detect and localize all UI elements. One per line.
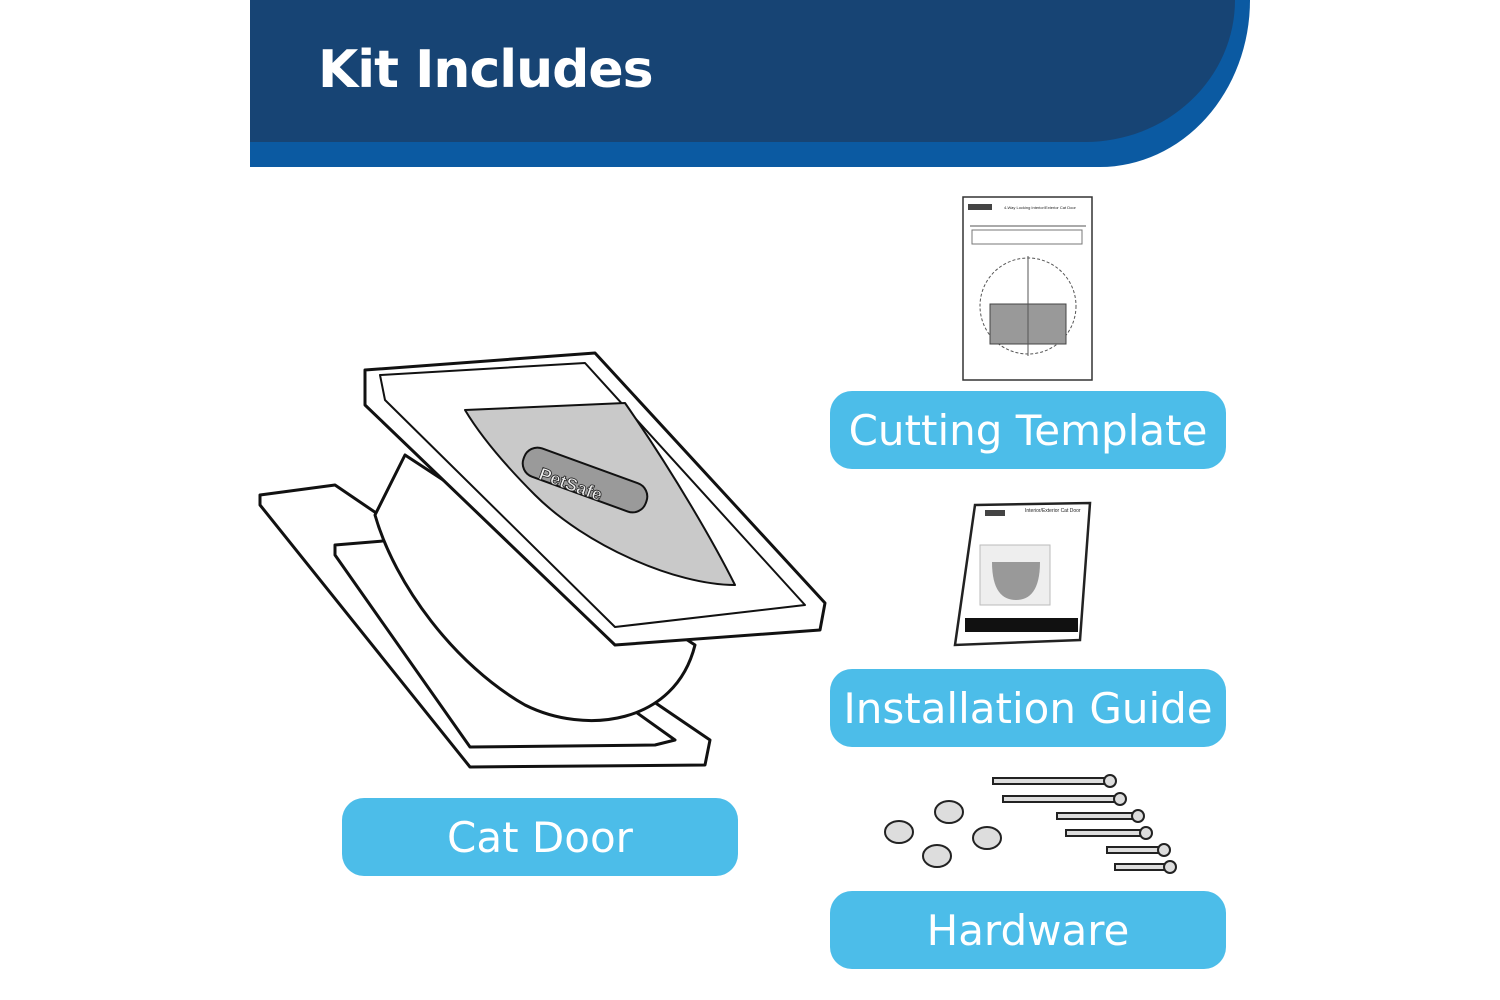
installation-guide-label: Installation Guide — [830, 669, 1226, 747]
svg-text:Interior/Exterior Cat Door: Interior/Exterior Cat Door — [1025, 508, 1081, 514]
installation-guide-illustration: Interior/Exterior Cat Door — [953, 501, 1092, 647]
svg-text:4-Way Locking Interior/Exterio: 4-Way Locking Interior/Exterior Cat Door — [1004, 205, 1077, 210]
hardware-illustration — [884, 774, 1177, 874]
cutting-template-illustration: 4-Way Locking Interior/Exterior Cat Door — [962, 196, 1093, 381]
header-banner — [250, 0, 1235, 142]
hardware-label: Hardware — [830, 891, 1226, 969]
cutting-template-label: Cutting Template — [830, 391, 1226, 469]
cat-door-label: Cat Door — [342, 798, 738, 876]
cat-door-illustration: PetSafe — [258, 351, 827, 769]
page-title: Kit Includes — [318, 40, 654, 100]
